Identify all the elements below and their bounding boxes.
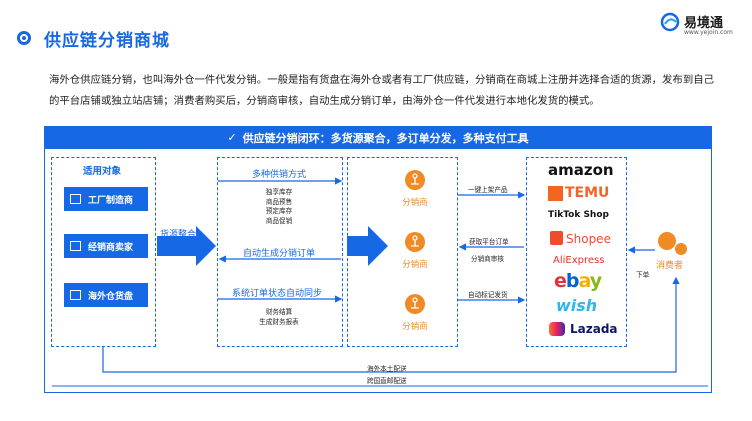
big-arrow-source — [157, 226, 216, 266]
consumer-icon — [658, 232, 676, 250]
banner-text: 供应链分销闭环：多货源聚合，多订单分发，多种支付工具 — [242, 131, 529, 145]
check-icon: ✓ — [227, 131, 237, 144]
finance-list: 财务结算 生成财务报表 — [249, 308, 309, 327]
flow-fetch-orders: 获取平台订单 — [469, 238, 509, 246]
platform-tiktok: TikTok Shop — [548, 210, 609, 220]
platform-shopee: Shopee — [566, 232, 611, 246]
ebay-a: a — [578, 270, 591, 292]
mode-item: 预定库存 — [265, 207, 293, 215]
diagram-banner: ✓ 供应链分销闭环：多货源聚合，多订单分发，多种支付工具 — [44, 126, 712, 149]
logo-cloud-icon — [660, 12, 680, 32]
platform-lazada: Lazada — [570, 322, 618, 336]
ebay-e: e — [554, 270, 567, 292]
intro-paragraph: 海外仓供应链分销，也叫海外仓一件代发分销。一般是指有货盘在海外仓或者有工厂供应链… — [49, 74, 714, 107]
store-icon — [70, 241, 81, 251]
page-title: 供应链分销商城 — [44, 31, 170, 51]
big-arrow-distribute — [347, 226, 388, 266]
distributor-label: 分销商 — [402, 260, 428, 270]
platform-box — [526, 157, 627, 347]
applicable-box — [51, 157, 156, 347]
supply-box — [217, 157, 343, 347]
lazada-heart-icon — [549, 322, 565, 336]
supply-modes: 独享库存 商品预售 预定库存 商品促销 — [254, 188, 304, 226]
logo-url: www.yejoin.com — [684, 29, 733, 36]
object-factory: 工厂制造商 — [64, 187, 148, 211]
temu-logo-icon — [548, 186, 563, 201]
platform-wish: wish — [556, 296, 598, 315]
distributor-label: 分销商 — [402, 322, 428, 332]
consumer-label: 消费者 — [656, 261, 684, 271]
factory-icon — [70, 194, 81, 204]
ebay-b: b — [565, 270, 580, 292]
title-bullet-icon — [17, 31, 31, 45]
platform-temu: TEMU — [565, 185, 610, 201]
platform-ebay: ebay — [554, 270, 602, 292]
flow-list-products: 一键上架产品 — [468, 186, 508, 194]
logo-name: 易境通 — [684, 16, 724, 31]
object-label: 经销商卖家 — [88, 242, 134, 253]
object-label: 海外仓货盘 — [88, 291, 134, 302]
warehouse-icon — [70, 290, 81, 300]
platform-aliexpress: AliExpress — [553, 255, 605, 266]
ebay-y: y — [589, 270, 602, 292]
object-label: 工厂制造商 — [88, 195, 134, 206]
object-warehouse: 海外仓货盘 — [64, 283, 148, 307]
sync-label: 系统订单状态自动同步 — [232, 289, 323, 299]
flow-auto-ship: 自动标记发货 — [468, 291, 508, 299]
mode-item: 商品预售 — [265, 197, 293, 206]
distributor-label: 分销商 — [402, 198, 428, 208]
shopee-bag-icon — [550, 231, 563, 245]
finance-item: 财务结算 — [265, 308, 293, 316]
mode-item: 商品促销 — [265, 216, 293, 225]
applicable-title: 适用对象 — [83, 166, 122, 177]
source-integration-label: 货源整合 — [160, 230, 197, 240]
mode-item: 独享库存 — [265, 188, 293, 196]
auto-order-label: 自动生成分销订单 — [243, 249, 316, 259]
consumer-check-icon — [674, 242, 688, 256]
cross-delivery-label: 跨国直邮配送 — [367, 377, 407, 385]
finance-item: 生成财务报表 — [259, 317, 299, 326]
supply-title: 多种供销方式 — [252, 170, 307, 180]
bottom-loop-local — [102, 276, 680, 373]
platform-amazon: amazon — [548, 161, 614, 179]
flow-review: 分销商审核 — [471, 255, 504, 263]
order-label: 下单 — [636, 271, 650, 279]
object-dealer: 经销商卖家 — [64, 234, 148, 258]
local-delivery-label: 海外本土配送 — [367, 365, 407, 373]
